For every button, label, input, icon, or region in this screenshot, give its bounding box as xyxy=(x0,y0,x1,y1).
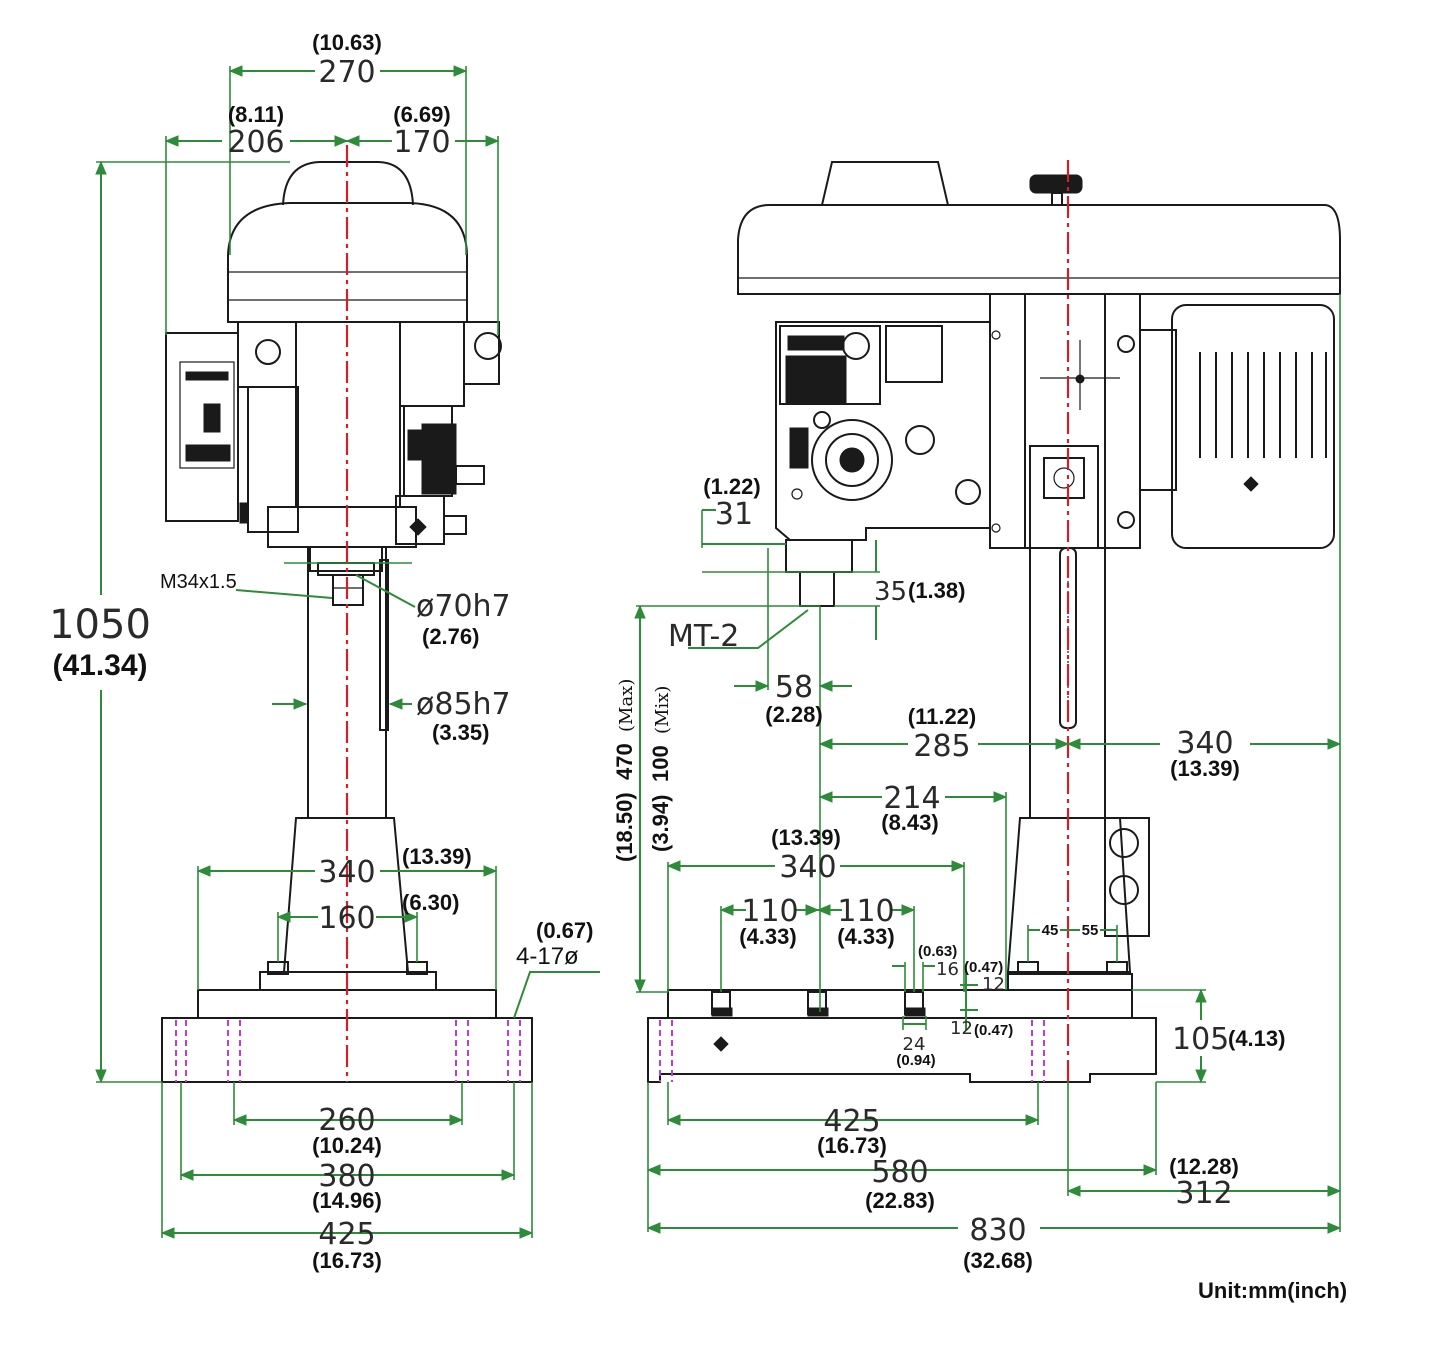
dim-170-inch: (6.69) xyxy=(393,102,450,127)
dim-58-inch: (2.28) xyxy=(765,702,822,727)
unit-note: Unit:mm(inch) xyxy=(1198,1278,1347,1303)
dim-270: 270 xyxy=(318,55,375,90)
side-handwheel xyxy=(811,419,893,501)
stroke-max-group: (18.50) 470 (Max) xyxy=(612,679,637,862)
dim-580-inch: (22.83) xyxy=(865,1188,935,1213)
dim-285-inch: (11.22) xyxy=(908,704,977,729)
dim-31: 31 xyxy=(715,497,753,532)
dim-31-inch: (1.22) xyxy=(703,474,760,499)
front-dimensions xyxy=(95,65,600,1239)
slot-110a-inch: (4.33) xyxy=(739,924,796,949)
column-dia-label: ø85h7 xyxy=(416,687,511,722)
side-motor xyxy=(1171,304,1335,549)
side-dimensions xyxy=(634,294,1342,1234)
stroke-max-note: (Max) xyxy=(616,679,637,732)
taper-label: MT-2 xyxy=(668,619,739,654)
stroke-max: 470 xyxy=(612,743,637,780)
slot-110b: 110 xyxy=(837,894,894,929)
side-spindle-nose xyxy=(799,571,835,607)
stroke-min-note: (Mix) xyxy=(652,686,673,734)
dim-580: 580 xyxy=(871,1155,928,1190)
dim-830-inch: (32.68) xyxy=(963,1248,1033,1273)
table-340-inch: (13.39) xyxy=(771,825,841,850)
slot-110b-inch: (4.33) xyxy=(837,924,894,949)
quill-dia-label: ø70h7 xyxy=(416,589,511,624)
front-head-cap xyxy=(282,161,414,206)
dim-312: 312 xyxy=(1175,1176,1232,1211)
slot-110a: 110 xyxy=(741,894,798,929)
side-table xyxy=(667,989,1133,1019)
right-dim-340: 340 xyxy=(1176,726,1233,761)
dim-1050: 1050 xyxy=(49,602,151,648)
dim-214: 214 xyxy=(883,781,940,816)
side-head-cap xyxy=(821,161,949,206)
left-dim-340: 340 xyxy=(318,855,375,890)
dim-830: 830 xyxy=(969,1213,1026,1248)
front-control-box xyxy=(165,332,239,522)
stroke-min-inch: (3.94) xyxy=(648,795,673,852)
left-dim-340-inch: (13.39) xyxy=(402,844,472,869)
stroke-max-inch: (18.50) xyxy=(612,792,637,862)
hole-size-inch: (0.67) xyxy=(536,918,593,943)
side-base xyxy=(647,1017,1157,1083)
left-dim-380: 380 xyxy=(318,1159,375,1194)
spindle-thread-label: M34x1.5 xyxy=(160,571,237,593)
right-dim-425-inch: (16.73) xyxy=(817,1133,887,1158)
dim-58: 58 xyxy=(775,670,813,705)
dim-270-inch: (10.63) xyxy=(312,30,382,55)
left-dim-260-inch: (10.24) xyxy=(312,1133,382,1158)
slot-24: 24 xyxy=(903,1034,926,1055)
front-head-body xyxy=(227,202,468,323)
left-dim-425: 425 xyxy=(318,1217,375,1252)
left-dim-260: 260 xyxy=(318,1103,375,1138)
dim-214-inch: (8.43) xyxy=(881,810,938,835)
slot-16: 16 xyxy=(936,959,959,980)
dim-170: 170 xyxy=(393,125,450,160)
slot-24-inch: (0.94) xyxy=(896,1052,935,1069)
dim-35: 35 xyxy=(874,577,907,607)
slot-16-inch: (0.63) xyxy=(918,943,957,960)
base-height-inch: (4.13) xyxy=(1228,1026,1285,1051)
side-knob-icon xyxy=(1029,174,1083,194)
left-dim-425-inch: (16.73) xyxy=(312,1248,382,1273)
side-control-keypad-icon xyxy=(785,355,847,405)
quill-dia-inch: (2.76) xyxy=(422,624,479,649)
dim-1050-inch: (41.34) xyxy=(52,649,147,682)
table-340: 340 xyxy=(779,850,836,885)
front-labels: (10.63) 270 (8.11) 206 (6.69) 170 1050 (… xyxy=(49,30,593,1273)
left-dim-160-inch: (6.30) xyxy=(402,890,459,915)
side-labels: (1.22) 31 35 (1.38) MT-2 58 (2.28) (18.5… xyxy=(612,474,1347,1303)
bolt-55: 55 xyxy=(1082,922,1099,939)
dim-312-inch: (12.28) xyxy=(1169,1154,1239,1179)
stroke-min-group: (3.94) 100 (Mix) xyxy=(648,686,673,852)
dim-206: 206 xyxy=(227,125,284,160)
slot-12b-inch: (0.47) xyxy=(974,1022,1013,1039)
stroke-min: 100 xyxy=(648,745,673,782)
dim-285: 285 xyxy=(913,729,970,764)
left-dim-380-inch: (14.96) xyxy=(312,1188,382,1213)
dim-206-inch: (8.11) xyxy=(228,102,284,127)
hole-size-label: 4-17ø xyxy=(516,943,579,970)
bolt-45: 45 xyxy=(1042,922,1059,939)
left-dim-160: 160 xyxy=(318,901,375,936)
right-dim-425: 425 xyxy=(823,1104,880,1139)
slot-16-inch2: (0.47) xyxy=(964,959,1003,976)
slot-12b: 12 xyxy=(950,1018,973,1039)
front-switch-icon xyxy=(255,339,281,365)
right-dim-340-inch: (13.39) xyxy=(1170,756,1240,781)
side-view xyxy=(647,160,1341,1083)
slot-12a: 12 xyxy=(982,974,1005,995)
oil-plug-icon xyxy=(905,425,935,455)
motor-fins xyxy=(1199,352,1327,458)
base-height: 105 xyxy=(1172,1022,1229,1057)
dim-35-inch: (1.38) xyxy=(908,578,965,603)
column-dia-inch: (3.35) xyxy=(432,720,489,745)
side-head-body xyxy=(737,204,1341,295)
front-view xyxy=(161,145,533,1083)
